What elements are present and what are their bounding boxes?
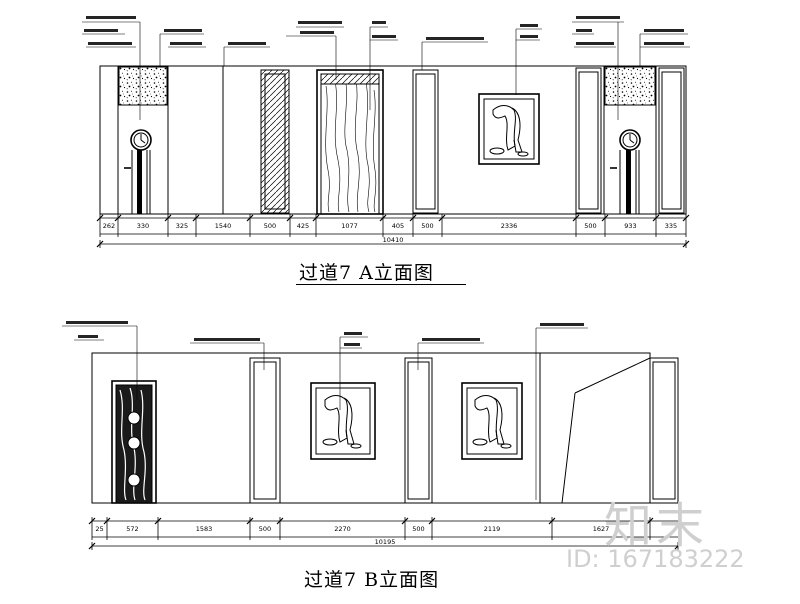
elevation-b-title: 过道7 B立面图 xyxy=(304,569,440,591)
dimension-label: 330 xyxy=(137,222,149,230)
dimension-label: 500 xyxy=(421,222,433,230)
clock-icon xyxy=(130,129,152,151)
dimension-label: 1077 xyxy=(341,222,358,230)
wall-outline-b xyxy=(91,352,651,504)
dimension-label: 1627 xyxy=(593,525,610,533)
dimension-label: 933 xyxy=(624,222,636,230)
elevation-a-title-underline xyxy=(296,284,466,285)
artwork-frame-b1 xyxy=(310,382,376,460)
dimension-label: 500 xyxy=(584,222,596,230)
elevation-b-drawing xyxy=(62,321,679,504)
dimension-label: 1540 xyxy=(215,222,232,230)
watermark-brand: 知末 xyxy=(604,498,709,554)
dimension-label: 335 xyxy=(665,222,677,230)
dimension-chain-a: 262 330 325 1540 500 425 1077 405 500 2336 500 933 3… xyxy=(96,214,690,248)
dimension-label: 500 xyxy=(264,222,276,230)
dimension-label: 572 xyxy=(126,525,138,533)
dimension-label: 1583 xyxy=(196,525,213,533)
artwork-frame-a xyxy=(478,93,540,165)
dimension-label: 325 xyxy=(176,222,188,230)
clock-icon-right xyxy=(619,129,641,151)
dimension-total: 10410 xyxy=(383,236,404,244)
dimension-label: 500 xyxy=(412,525,424,533)
dimension-label: 262 xyxy=(103,222,115,230)
dimension-label: 2270 xyxy=(334,525,351,533)
wall-outline-a xyxy=(99,65,687,215)
elevation-a-drawing xyxy=(82,16,690,215)
dimension-label: 425 xyxy=(297,222,309,230)
dimension-chain-b: 25 572 1583 500 2270 500 2119 1627 10195 xyxy=(88,517,682,550)
dimension-total: 10195 xyxy=(375,538,396,546)
dimension-label: 405 xyxy=(392,222,404,230)
watermark-id: ID: 167183222 xyxy=(566,545,745,573)
artwork-frame-b2 xyxy=(461,382,523,460)
dimension-label: 2119 xyxy=(484,525,501,533)
elevation-a-title: 过道7 A立面图 xyxy=(299,262,434,284)
dimension-label: 25 xyxy=(95,525,103,533)
dimension-label: 2336 xyxy=(501,222,518,230)
dimension-label: 500 xyxy=(259,525,271,533)
